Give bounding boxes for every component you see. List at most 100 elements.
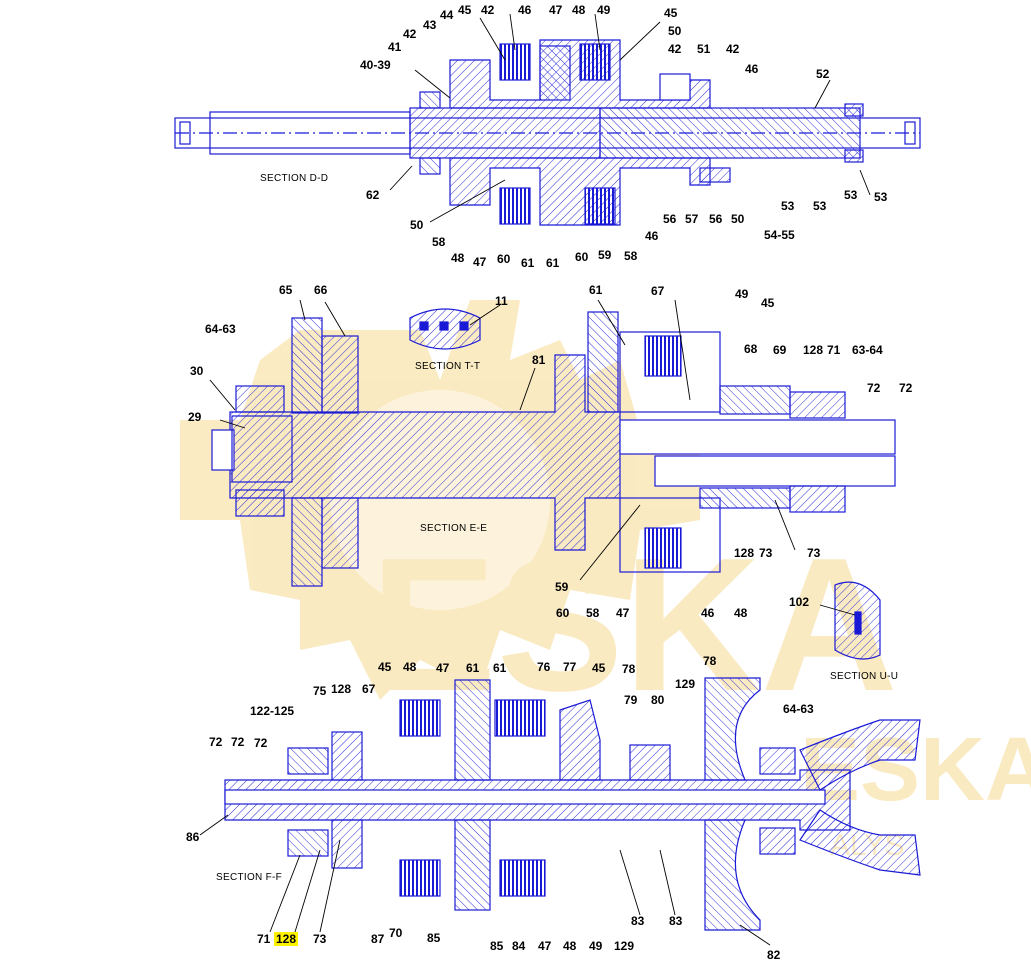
- callout: 47: [549, 3, 563, 17]
- callout: 60: [497, 252, 511, 266]
- callout: 128: [331, 682, 352, 696]
- callout: 73: [759, 546, 773, 560]
- callout: 68: [744, 342, 758, 356]
- callout: 129: [614, 939, 635, 953]
- leader-lines: [199, 13, 871, 946]
- callout: 58: [624, 249, 638, 263]
- section-label-tt: SECTION T-T: [415, 361, 481, 372]
- callout: 87: [371, 932, 385, 946]
- callout: 47: [436, 661, 450, 675]
- callout: 48: [563, 939, 577, 953]
- callout: 60: [556, 606, 570, 620]
- callout: 73: [807, 546, 821, 560]
- callout: 65: [279, 283, 293, 297]
- callout: 57: [685, 212, 699, 226]
- callout: 81: [532, 353, 546, 367]
- callout: 56: [663, 212, 677, 226]
- callout: 63-64: [852, 343, 883, 357]
- callout: 75: [313, 684, 327, 698]
- callout: 56: [709, 212, 723, 226]
- callout: 45: [592, 661, 606, 675]
- callout: 42: [726, 42, 740, 56]
- callout: 29: [188, 410, 202, 424]
- callout: 49: [597, 3, 611, 17]
- callout: 48: [403, 660, 417, 674]
- callout: 73: [313, 932, 327, 946]
- callout: 80: [651, 693, 665, 707]
- section-uu-drawing: [834, 581, 881, 660]
- section-label-ff: SECTION F-F: [216, 872, 283, 883]
- callout: 30: [190, 364, 204, 378]
- callout: 47: [473, 255, 487, 269]
- callout: 72: [254, 736, 268, 750]
- callout: 46: [701, 606, 715, 620]
- callout: 102: [789, 595, 810, 609]
- callout: 41: [388, 40, 402, 54]
- callout: 72: [209, 735, 223, 749]
- callout: 47: [538, 939, 552, 953]
- callout: 61: [589, 283, 603, 297]
- callout: 45: [378, 660, 392, 674]
- callout: 70: [389, 926, 403, 940]
- section-tt-drawing: [409, 308, 481, 350]
- callout: 47: [616, 606, 630, 620]
- section-dd-drawing: [174, 39, 921, 226]
- callout: 42: [481, 3, 495, 17]
- section-ff-drawing: [224, 677, 921, 931]
- callout: 50: [410, 218, 424, 232]
- callout: 69: [773, 343, 787, 357]
- callout: 59: [555, 580, 569, 594]
- callout: 59: [598, 248, 612, 262]
- callout: 85: [490, 939, 504, 953]
- callout: 50: [731, 212, 745, 226]
- callout: 45: [664, 6, 678, 20]
- callout: 82: [767, 948, 781, 962]
- callout: 44: [440, 8, 454, 22]
- callout: 83: [669, 914, 683, 928]
- callout: 48: [734, 606, 748, 620]
- callout: 11: [495, 294, 508, 308]
- callout: 71: [257, 932, 271, 946]
- callout: 84: [512, 939, 526, 953]
- section-label-dd: SECTION D-D: [260, 173, 329, 184]
- callout: 129: [675, 677, 696, 691]
- callout: 50: [668, 24, 682, 38]
- callout: 86: [186, 830, 200, 844]
- callout: 122-125: [250, 704, 295, 718]
- callout: 72: [231, 735, 245, 749]
- callout: 67: [362, 682, 376, 696]
- callout: 58: [586, 606, 600, 620]
- callout: 61: [493, 661, 507, 675]
- callout: 53: [781, 199, 795, 213]
- callout: 42: [403, 27, 417, 41]
- section-label-ee: SECTION E-E: [420, 523, 488, 534]
- callout: 54-55: [764, 228, 795, 242]
- callout: 66: [314, 283, 328, 297]
- callout: 78: [622, 662, 636, 676]
- callout: 49: [589, 939, 603, 953]
- callout: 53: [874, 190, 888, 204]
- callout: 46: [645, 229, 659, 243]
- callout: 64-63: [783, 702, 814, 716]
- callout: 128: [803, 343, 824, 357]
- callout: 48: [572, 3, 586, 17]
- callout: 77: [563, 660, 577, 674]
- callout: 83: [631, 914, 645, 928]
- callout: 40-39: [360, 58, 391, 72]
- callout: 53: [813, 199, 827, 213]
- callout: 49: [735, 287, 749, 301]
- callout: 128: [734, 546, 755, 560]
- callout: 78: [703, 654, 717, 668]
- callout: 64-63: [205, 322, 236, 336]
- callout: 46: [518, 3, 532, 17]
- highlighted-callout: 128: [274, 932, 299, 946]
- callout: 45: [761, 296, 775, 310]
- callout: 45: [458, 3, 472, 17]
- callout: 72: [899, 381, 913, 395]
- section-label-uu: SECTION U-U: [830, 671, 899, 682]
- callout: 52: [816, 67, 830, 81]
- callout-highlight: 128: [274, 932, 299, 946]
- callout: 46: [745, 62, 759, 76]
- callout: 48: [451, 251, 465, 265]
